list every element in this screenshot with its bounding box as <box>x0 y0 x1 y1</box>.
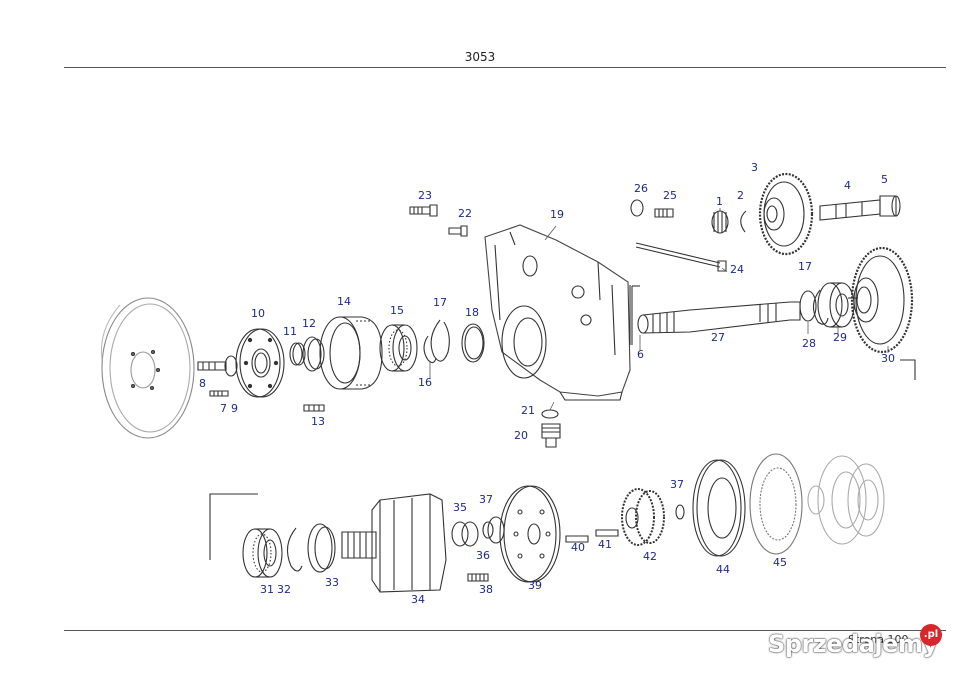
page-number: 3053 <box>464 50 496 64</box>
ring-12 <box>303 337 324 371</box>
callout-22: 22 <box>458 207 472 220</box>
housing-drum-14 <box>320 317 382 389</box>
main-shaft-27 <box>632 286 800 345</box>
callout-10: 10 <box>251 307 265 320</box>
clutch-disc-44 <box>693 460 745 556</box>
shaft-4 <box>820 200 880 220</box>
bolt-23 <box>410 205 437 216</box>
pins-40-41 <box>566 530 618 542</box>
callout-35: 35 <box>453 501 467 514</box>
long-stud-24 <box>636 243 726 271</box>
bearing-5 <box>880 196 900 216</box>
callout-17: 17 <box>433 296 447 309</box>
callout-16: 16 <box>418 376 432 389</box>
callout-44: 44 <box>716 563 730 576</box>
pressure-plate-39 <box>500 486 560 582</box>
callout-31: 31 <box>260 583 274 596</box>
gearbox-housing-19 <box>485 225 630 400</box>
circlip-32 <box>287 528 302 571</box>
bearing-31 <box>243 529 282 577</box>
callout-29: 29 <box>833 331 847 344</box>
screw-7 <box>210 391 228 396</box>
circlip-16 <box>424 336 436 363</box>
snap-ring-28 <box>800 290 828 324</box>
washer-37 <box>676 505 684 519</box>
bearing-29 <box>818 283 854 327</box>
callout-42: 42 <box>643 550 657 563</box>
callout-2: 2 <box>737 189 744 202</box>
callout-11: 11 <box>283 325 297 338</box>
spacer-33 <box>308 524 335 572</box>
hub-flange-10 <box>236 329 284 397</box>
callout-23: 23 <box>418 189 432 202</box>
callout-27: 27 <box>711 331 725 344</box>
flywheel-disk <box>101 298 194 438</box>
circlip-17 <box>431 320 449 361</box>
callout-41: 41 <box>598 538 612 551</box>
callout-21: 21 <box>521 404 535 417</box>
callout-1: 1 <box>716 195 723 208</box>
callout-25: 25 <box>663 189 677 202</box>
clutch-housing-34 <box>342 494 446 592</box>
callout-12: 12 <box>302 317 316 330</box>
callout-45: 45 <box>773 556 787 569</box>
callout-39: 39 <box>528 579 542 592</box>
callout-38: 38 <box>479 583 493 596</box>
callout-19: 19 <box>550 208 564 221</box>
bushing-35 <box>452 522 478 546</box>
bolt-22 <box>449 226 467 236</box>
callout-28: 28 <box>802 337 816 350</box>
callout-13: 13 <box>311 415 325 428</box>
gear-3 <box>760 174 812 254</box>
callout-34: 34 <box>411 593 425 606</box>
screw-13 <box>304 405 324 411</box>
callout-32: 32 <box>277 583 291 596</box>
callout-37b: 37 <box>670 478 684 491</box>
large-gear-30 <box>848 248 915 380</box>
callout-15: 15 <box>390 304 404 317</box>
callout-5: 5 <box>881 173 888 186</box>
bolt-26 <box>631 200 673 217</box>
callout-36: 36 <box>476 549 490 562</box>
faded-discs <box>808 456 884 544</box>
callout-7: 7 <box>220 402 227 415</box>
callout-30: 30 <box>881 352 895 365</box>
callout-3: 3 <box>751 161 758 174</box>
bracket-line <box>210 494 258 560</box>
bolt-8 <box>198 356 237 376</box>
callout-40: 40 <box>571 541 585 554</box>
watermark-logo: Sprzedajemy <box>768 630 938 658</box>
callout-4: 4 <box>844 179 851 192</box>
callout-17b: 17 <box>798 260 812 273</box>
seal-11 <box>290 343 305 365</box>
callout-37: 37 <box>479 493 493 506</box>
o-ring-18 <box>462 324 484 362</box>
footer-page-text: Strona 100 <box>848 633 909 646</box>
circlip-2 <box>741 211 746 232</box>
bottom-rule <box>64 630 946 631</box>
gear-42 <box>622 489 664 545</box>
callout-8: 8 <box>199 377 206 390</box>
friction-disc-45 <box>750 454 802 554</box>
needle-bearing-1 <box>712 211 728 233</box>
callout-33: 33 <box>325 576 339 589</box>
top-rule <box>64 67 946 68</box>
callout-20: 20 <box>514 429 528 442</box>
screw-38 <box>468 574 488 581</box>
leader-lines <box>430 208 888 410</box>
callout-14: 14 <box>337 295 351 308</box>
callout-6: 6 <box>637 348 644 361</box>
watermark-badge: .pl <box>920 624 942 646</box>
callout-9: 9 <box>231 402 238 415</box>
bearing-15 <box>380 325 417 371</box>
drain-plug-20 <box>542 410 560 447</box>
callout-18: 18 <box>465 306 479 319</box>
callout-26: 26 <box>634 182 648 195</box>
callout-24: 24 <box>730 263 744 276</box>
